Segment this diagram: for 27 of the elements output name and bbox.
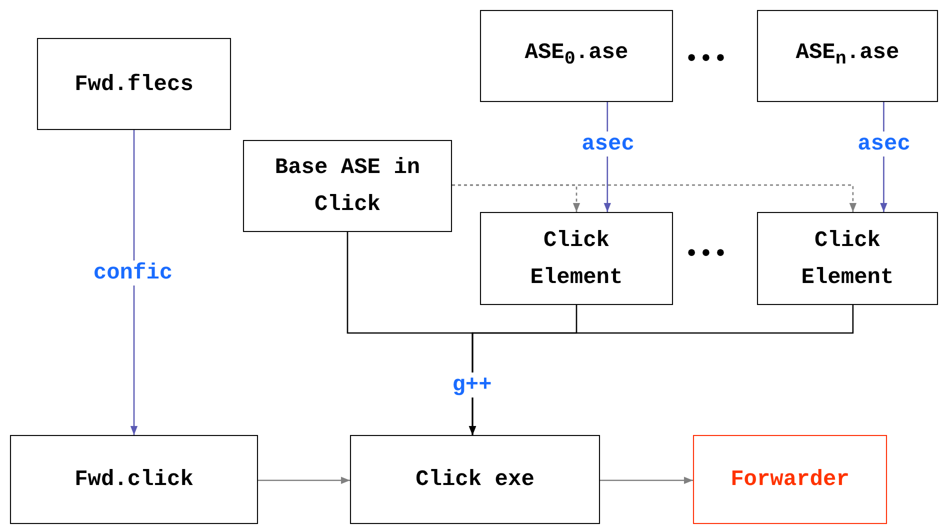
process-box bbox=[243, 140, 452, 232]
box-label: Click exe bbox=[414, 466, 536, 494]
process-box bbox=[37, 38, 231, 130]
process-box bbox=[480, 10, 673, 102]
box-label: Click Element bbox=[800, 226, 895, 292]
process-box bbox=[693, 435, 887, 524]
arrow bbox=[258, 476, 350, 484]
process-box bbox=[757, 212, 938, 305]
process-box bbox=[10, 435, 258, 524]
arrow bbox=[600, 476, 693, 484]
ellipsis-label: ••• bbox=[684, 242, 728, 268]
ellipsis-label: ••• bbox=[684, 46, 728, 74]
process-box bbox=[480, 212, 673, 305]
dashed-arrow bbox=[452, 184, 857, 212]
box-label: Base ASE in Click bbox=[274, 154, 422, 219]
box-label: Fwd.flecs bbox=[74, 70, 194, 98]
edge-label: asec bbox=[580, 132, 636, 156]
process-box bbox=[350, 435, 600, 524]
arrow bbox=[130, 130, 138, 435]
edge-label: asec bbox=[856, 132, 912, 156]
arrow bbox=[468, 305, 854, 435]
box-label: Forwarder bbox=[730, 466, 850, 494]
box-label: ASE$_{0}$.ase bbox=[524, 39, 630, 72]
box-label: Click Element bbox=[529, 226, 624, 292]
box-label: ASE$_{n}$.ase bbox=[794, 39, 900, 72]
box-label: Fwd.click bbox=[74, 466, 194, 494]
process-box bbox=[757, 10, 938, 102]
